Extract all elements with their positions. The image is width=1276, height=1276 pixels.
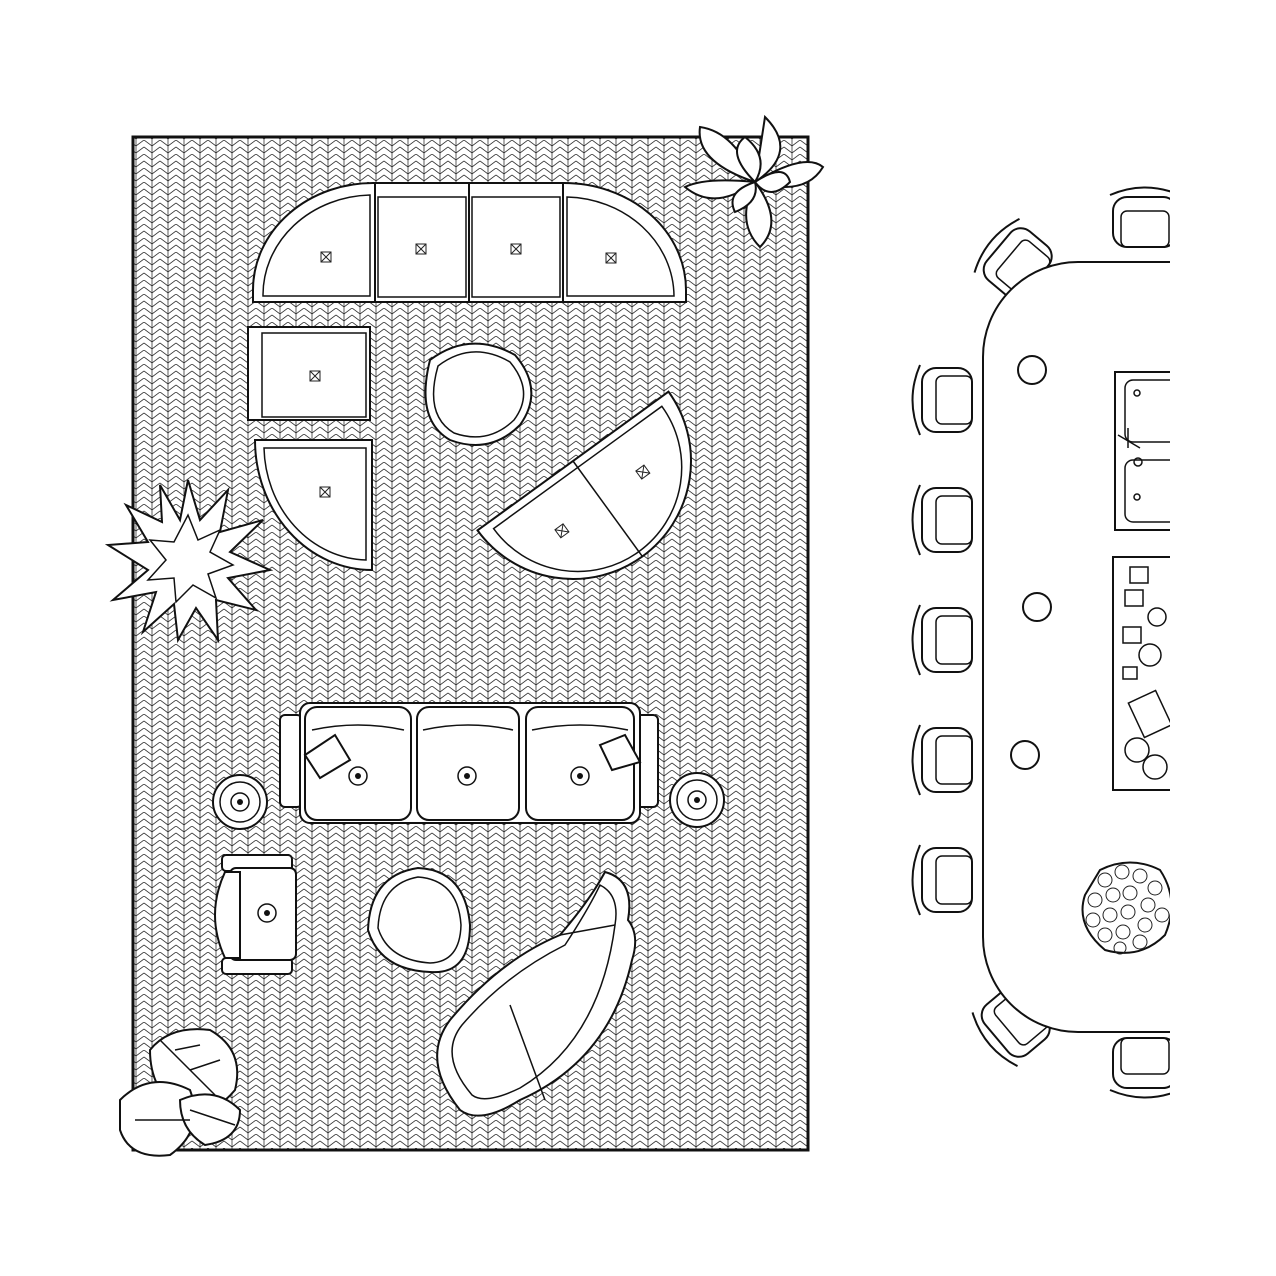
flower-bush bbox=[1081, 861, 1170, 955]
plant-leafy bbox=[683, 114, 825, 249]
ottoman-egg bbox=[366, 866, 472, 974]
ottoman bbox=[424, 342, 533, 446]
armchair bbox=[214, 854, 297, 975]
rug bbox=[131, 135, 810, 1152]
side-table-right bbox=[669, 772, 725, 828]
monstera-plant bbox=[119, 1028, 242, 1157]
sectional-sofa-left bbox=[247, 326, 373, 572]
sectional-sofa-top bbox=[252, 181, 687, 303]
sink bbox=[1114, 371, 1170, 531]
chaise-lounge bbox=[436, 870, 637, 1117]
dining-area bbox=[911, 186, 1170, 1099]
sofa bbox=[279, 702, 659, 824]
half-round-sofa bbox=[476, 390, 692, 580]
tray bbox=[1112, 556, 1170, 791]
plant-spiky bbox=[104, 479, 274, 644]
side-table-left bbox=[212, 774, 268, 830]
